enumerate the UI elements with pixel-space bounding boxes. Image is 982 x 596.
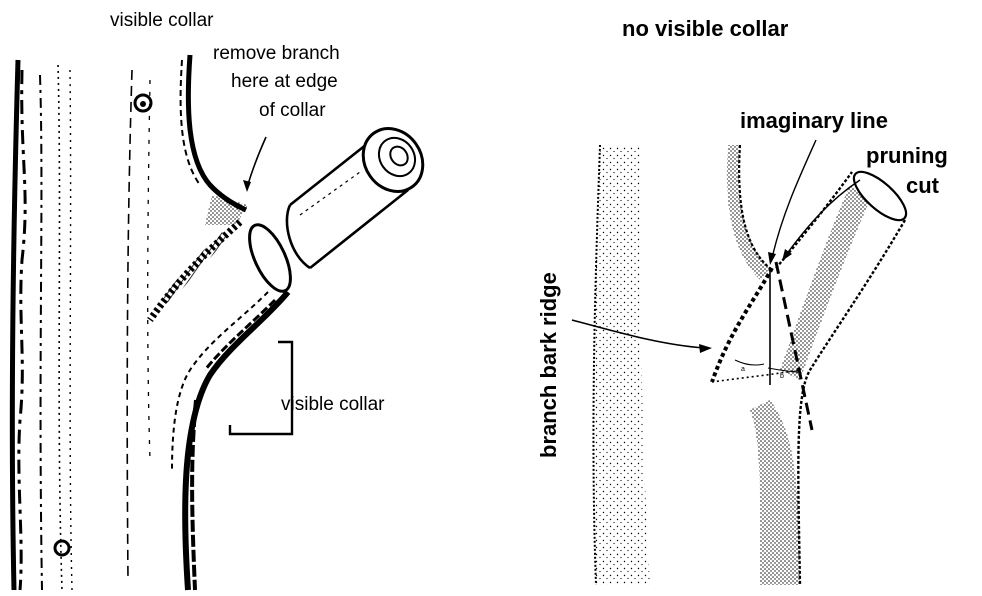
imaginary-line-label: imaginary line xyxy=(740,108,888,133)
bracket-label: visible collar xyxy=(281,394,385,415)
removed-branch-drawing xyxy=(287,117,435,268)
instruction-line-1: remove branch xyxy=(213,43,340,64)
pruning-cut-label-line-1: pruning xyxy=(866,143,948,168)
collar-edge-arrow xyxy=(243,137,266,192)
instruction-line-3: of collar xyxy=(259,100,326,121)
instruction-line-2: here at edge xyxy=(231,71,338,92)
left-panel-title: visible collar xyxy=(110,10,214,31)
branch-bark-ridge-arrow xyxy=(572,320,712,353)
collar-bracket xyxy=(230,342,292,434)
collar-trunk-drawing xyxy=(127,55,299,590)
angle-mark-b: b xyxy=(780,373,784,380)
right-panel: a b no visible collar imaginary line pru… xyxy=(536,16,948,585)
angle-mark-a: a xyxy=(741,366,745,373)
branch-bark-ridge-label: branch bark ridge xyxy=(536,272,561,458)
left-panel: visible collar remove branch here at edg… xyxy=(12,10,435,590)
left-trunk-drawing xyxy=(12,60,72,590)
right-panel-title: no visible collar xyxy=(622,16,789,41)
pruning-cut-label-line-2: cut xyxy=(906,173,940,198)
